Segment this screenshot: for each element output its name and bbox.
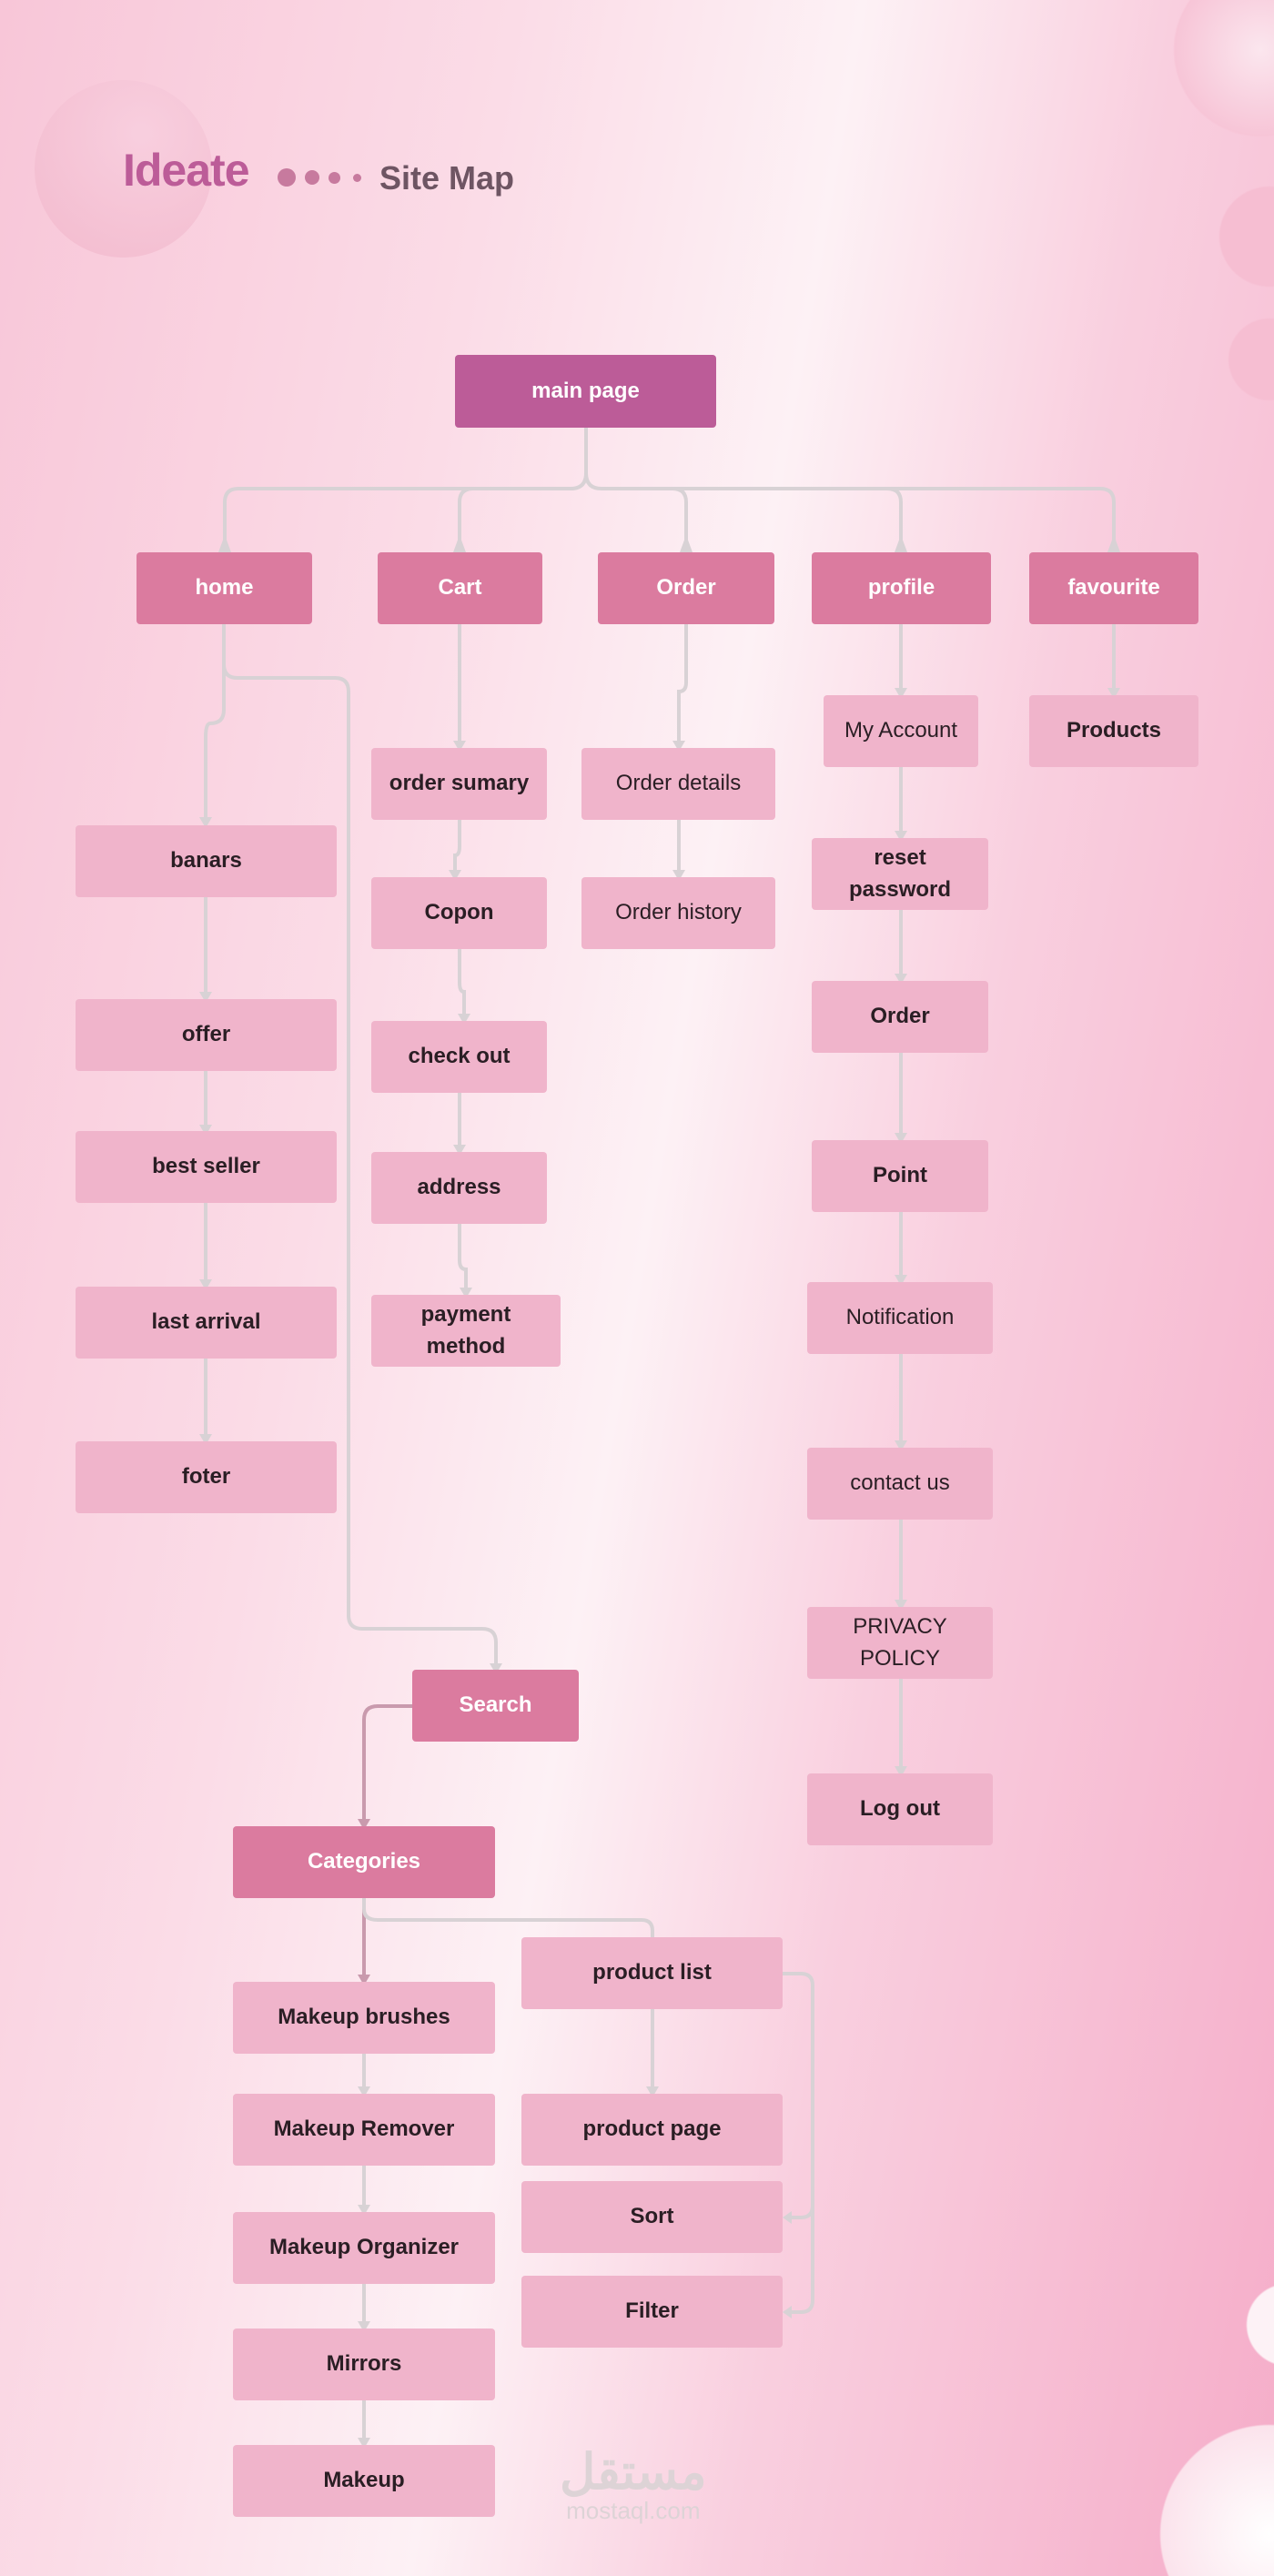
node-profile-order: Order [812,981,988,1053]
node-products: Products [1029,695,1198,767]
node-banars: banars [76,825,337,897]
node-order-history: Order history [581,877,775,949]
page-title: Ideate [123,145,250,196]
node-point: Point [812,1140,988,1212]
dot [353,174,361,182]
dot [305,170,319,185]
node-reset-password: reset password [812,838,988,910]
connector [362,1704,412,1819]
node-checkout: check out [371,1021,547,1093]
connector [783,1972,814,2219]
node-order-summary: order sumary [371,748,547,820]
connector [453,820,461,870]
node-home: home [136,552,312,624]
connector [204,664,226,817]
node-sort: Sort [521,2181,783,2253]
node-payment-method: payment method [371,1295,561,1367]
arrowheads [199,688,1120,2449]
node-log-out: Log out [807,1773,993,1845]
node-makeup: Makeup [233,2445,495,2517]
connector [886,487,903,546]
node-makeup-brushes: Makeup brushes [233,1982,495,2054]
connector [362,1898,654,1937]
node-main-page: main page [455,355,716,428]
page-subtitle: Site Map [379,159,515,197]
node-contact-us: contact us [807,1448,993,1520]
node-notification: Notification [807,1282,993,1354]
node-best-seller: best seller [76,1131,337,1203]
node-offer: offer [76,999,337,1071]
node-privacy-policy: PRIVACY POLICY [807,1607,993,1679]
node-product-page: product page [521,2094,783,2166]
node-coupon: Copon [371,877,547,949]
arrowheads [218,535,1120,552]
decor-circle [35,80,212,258]
watermark-arabic: مستقل [560,2445,707,2500]
node-search: Search [412,1670,579,1742]
node-profile: profile [812,552,991,624]
watermark: مستقل mostaql.com [560,2448,707,2525]
node-last-arrival: last arrival [76,1287,337,1359]
connector [223,428,588,546]
node-favourite: favourite [1029,552,1198,624]
node-makeup-remover: Makeup Remover [233,2094,495,2166]
node-product-list: product list [521,1937,783,2009]
connector [790,2202,814,2314]
node-makeup-organizer: Makeup Organizer [233,2212,495,2284]
node-order: Order [598,552,774,624]
watermark-latin: mostaql.com [566,2497,701,2524]
dot [278,168,296,187]
node-categories: Categories [233,1826,495,1898]
connector [458,949,466,1014]
connector [458,487,474,546]
connector [222,624,498,1663]
connector [458,1224,468,1288]
node-mirrors: Mirrors [233,2329,495,2400]
connector [677,624,688,741]
connector [672,487,688,546]
node-filter: Filter [521,2276,783,2348]
node-cart: Cart [378,552,542,624]
dot [329,172,340,184]
node-footer: foter [76,1441,337,1513]
node-address: address [371,1152,547,1224]
node-my-account: My Account [824,695,978,767]
connector [584,472,1116,546]
node-order-details: Order details [581,748,775,820]
